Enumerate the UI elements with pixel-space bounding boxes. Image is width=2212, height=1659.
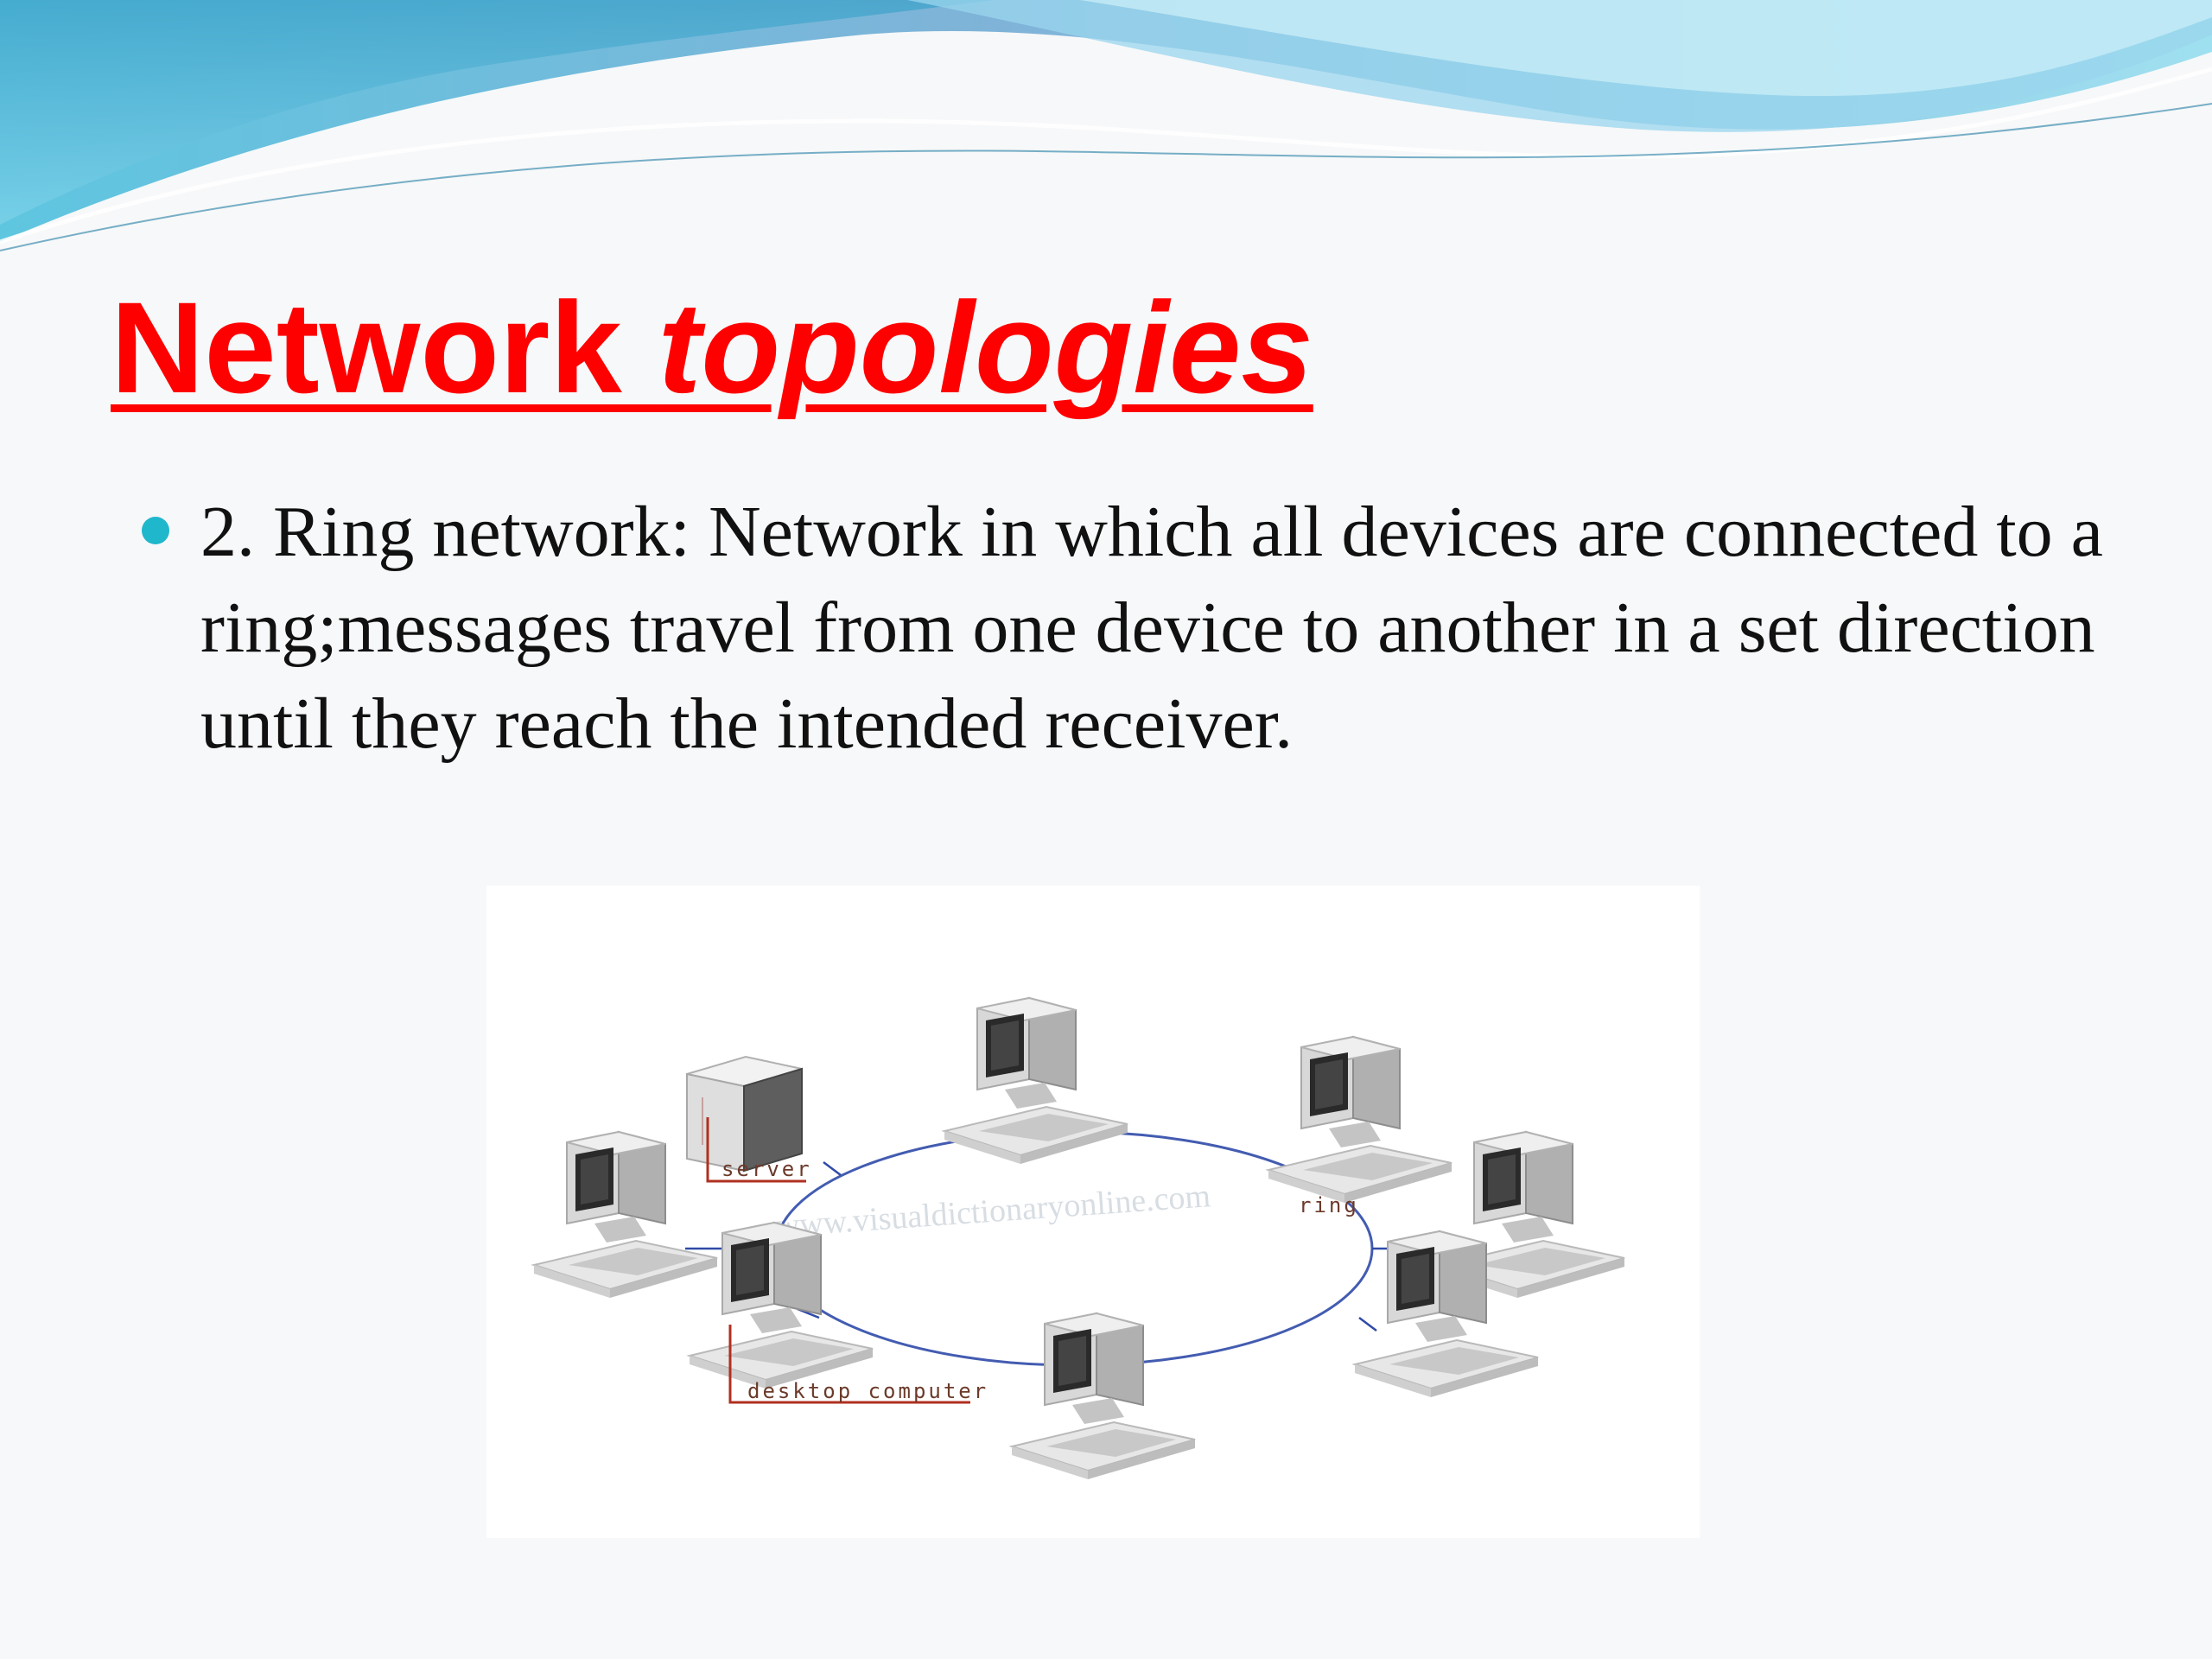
desktop-computer-bottom — [1011, 1313, 1196, 1480]
server-label: server — [721, 1157, 812, 1181]
title-part-topologies: topologies — [658, 275, 1313, 420]
watermark: www.visualdictionaryonline.com — [774, 1178, 1211, 1244]
ring-network-diagram: www.visualdictionaryonline.com — [486, 886, 1700, 1538]
ring-diagram-svg: www.visualdictionaryonline.com — [533, 997, 1625, 1480]
desktop-computer-top-right — [1268, 1036, 1452, 1204]
wave-header — [0, 0, 2212, 251]
bullet-item: 2. Ring network: Network in which all de… — [130, 484, 2117, 772]
bullet-dot-icon — [142, 517, 169, 544]
bullet-list: 2. Ring network: Network in which all de… — [130, 484, 2117, 772]
bullet-text: 2. Ring network: Network in which all de… — [200, 492, 2103, 764]
desktop-computer-top — [944, 997, 1128, 1165]
ring-label: ring — [1299, 1193, 1359, 1217]
title-part-network: Network — [111, 275, 658, 420]
desktop-callout-line — [728, 1325, 970, 1404]
slide-title: Network topologies — [111, 276, 1313, 419]
desktop-computer-label: desktop computer — [747, 1379, 988, 1403]
server-callout-line — [706, 1117, 806, 1183]
server-computer — [686, 1055, 803, 1173]
